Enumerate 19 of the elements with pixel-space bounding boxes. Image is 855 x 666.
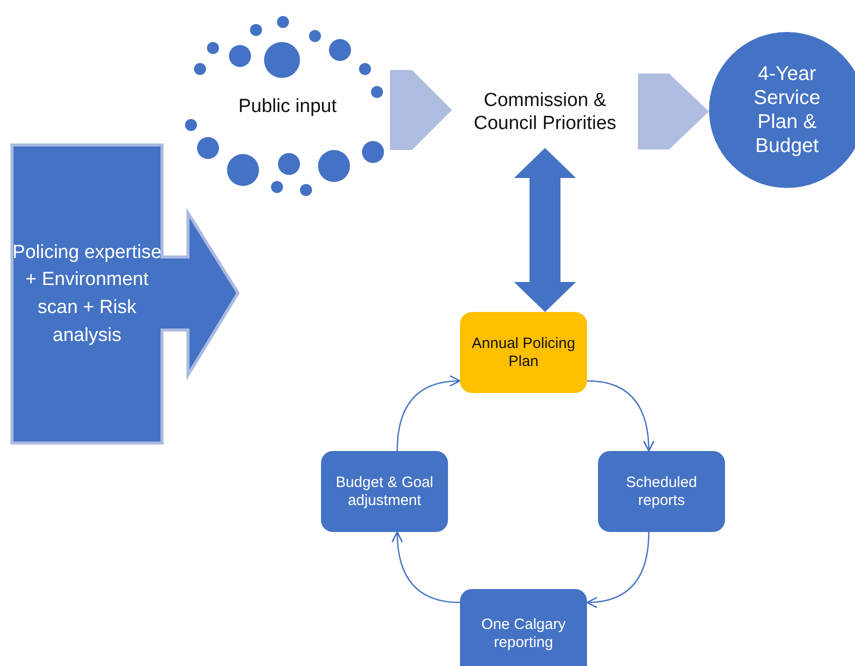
curved-arrow [392,531,460,604]
curved-arrow [396,376,461,452]
node-label: Public input [238,96,337,118]
box-label: Budget & Goal adjustment [334,474,434,510]
box-label: Scheduled reports [625,474,698,510]
process-box [321,451,448,532]
double-block-arrow [514,148,576,312]
box-label: Annual Policing Plan [470,334,576,370]
curved-arrow [586,532,650,608]
box-label: One Calgary reporting [480,616,567,652]
box-label: Policing expertise + Environment scan + Risk analysis [12,240,162,348]
process-box [460,589,587,666]
curved-arrow [586,380,654,452]
chevron-arrow [390,70,452,150]
process-box [598,451,725,532]
box-label: 4-Year Service Plan & Budget [752,62,822,158]
chevron-arrow [638,74,709,150]
process-box [460,312,587,393]
node-label: Commission & Council Priorities [472,90,618,136]
